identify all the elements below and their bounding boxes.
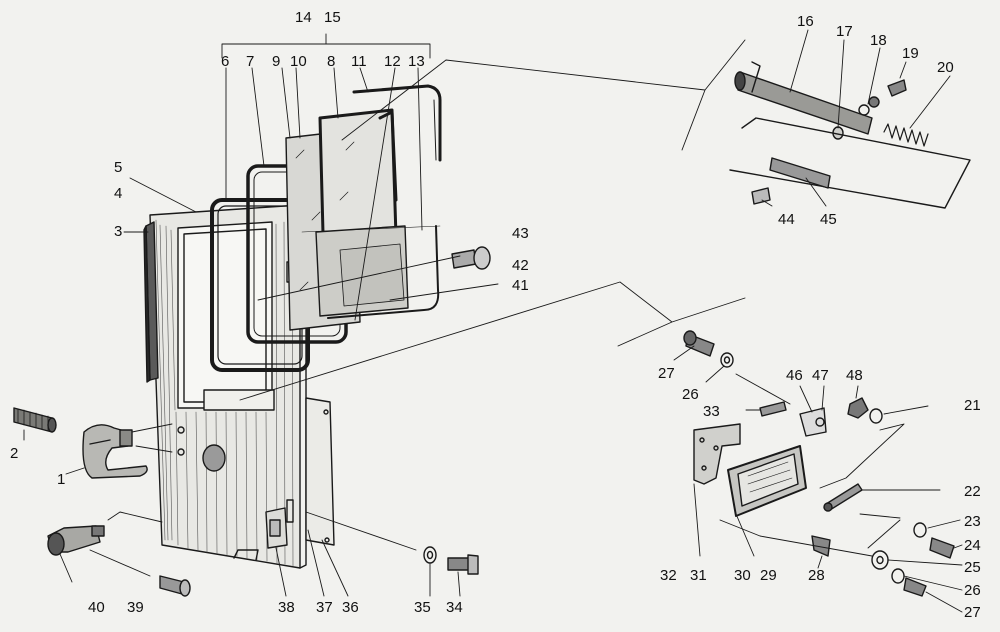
bolt-34: [447, 554, 479, 575]
window-outer-seal: [352, 84, 442, 202]
callout-44: 44: [778, 211, 795, 228]
lock-housing-29: [727, 445, 807, 517]
callout-21: 21: [964, 397, 981, 414]
callout-37: 37: [316, 599, 333, 616]
callout-15: 15: [324, 9, 341, 26]
hinge-plate: [305, 397, 335, 546]
rod-22: [823, 483, 863, 512]
lock-cylinder: [47, 525, 105, 556]
washer-35: [423, 546, 437, 564]
callout-35: 35: [414, 599, 431, 616]
callout-19: 19: [902, 45, 919, 62]
callout-46: 46: [786, 367, 803, 384]
washer-26-bottom: [891, 568, 905, 584]
callout-43: 43: [512, 225, 529, 242]
callout-34: 34: [446, 599, 463, 616]
bolt-43: [451, 246, 491, 270]
callout-33: 33: [703, 403, 720, 420]
callout-30: 30: [734, 567, 751, 584]
callout-31: 31: [690, 567, 707, 584]
pin-33: [759, 401, 787, 417]
latch-bracket: [233, 507, 288, 561]
callout-45: 45: [820, 211, 837, 228]
callout-13: 13: [408, 53, 425, 70]
callout-20: 20: [937, 59, 954, 76]
leader-lines: [23, 29, 963, 613]
callout-10: 10: [290, 53, 307, 70]
screw-39: [159, 575, 191, 597]
callout-47: 47: [812, 367, 829, 384]
callout-1: 1: [57, 471, 65, 488]
callout-23: 23: [964, 513, 981, 530]
callout-5: 5: [114, 159, 122, 176]
screw-44: [751, 187, 771, 205]
handle-spring: [13, 407, 57, 433]
spring-20: [883, 123, 929, 147]
callout-39: 39: [127, 599, 144, 616]
mount-bracket-31: [693, 423, 741, 485]
washer-23: [913, 522, 927, 538]
callout-41: 41: [512, 277, 529, 294]
callout-11: 11: [351, 53, 367, 70]
callout-8: 8: [327, 53, 335, 70]
screw-27-top: [683, 330, 715, 357]
screw-27-bottom: [903, 577, 927, 597]
callout-42: 42: [512, 257, 529, 274]
washer-25: [871, 550, 889, 570]
callout-labels: 14 15 6 7 9 10 8 11 12 13 16 17 18 19 20…: [10, 9, 981, 621]
latch-plate-46: [799, 407, 827, 437]
sliding-glass: [301, 225, 441, 319]
callout-26-bottom: 26: [964, 582, 981, 599]
callout-7: 7: [246, 53, 254, 70]
callout-27-top: 27: [658, 365, 675, 382]
washer-18: [858, 96, 880, 116]
callout-12: 12: [384, 53, 401, 70]
callout-6: 6: [221, 53, 229, 70]
screw-19: [887, 79, 907, 97]
washer-26-top: [720, 352, 734, 368]
door-handle: [82, 424, 148, 479]
callout-40: 40: [88, 599, 105, 616]
callout-32: 32: [660, 567, 677, 584]
roller-tube: [734, 61, 873, 135]
callout-28: 28: [808, 567, 825, 584]
callout-25: 25: [964, 559, 981, 576]
door-panel: [149, 204, 307, 569]
callout-29: 29: [760, 567, 777, 584]
nut-48: [847, 397, 883, 424]
callout-2: 2: [10, 445, 18, 462]
callout-22: 22: [964, 483, 981, 500]
callout-38: 38: [278, 599, 295, 616]
sub-bracket-frame: [729, 117, 971, 209]
pin-45: [769, 157, 831, 189]
callout-9: 9: [272, 53, 280, 70]
door-seal-strip: [143, 221, 159, 383]
callout-14: 14: [295, 9, 312, 26]
callout-27-bottom: 27: [964, 604, 981, 621]
callout-48: 48: [846, 367, 863, 384]
callout-3: 3: [114, 223, 122, 240]
callout-24: 24: [964, 537, 981, 554]
callout-16: 16: [797, 13, 814, 30]
callout-4: 4: [114, 185, 122, 202]
callout-36: 36: [342, 599, 359, 616]
callout-26-top: 26: [682, 386, 699, 403]
screw-24: [929, 537, 955, 559]
callout-18: 18: [870, 32, 887, 49]
callout-17: 17: [836, 23, 853, 40]
